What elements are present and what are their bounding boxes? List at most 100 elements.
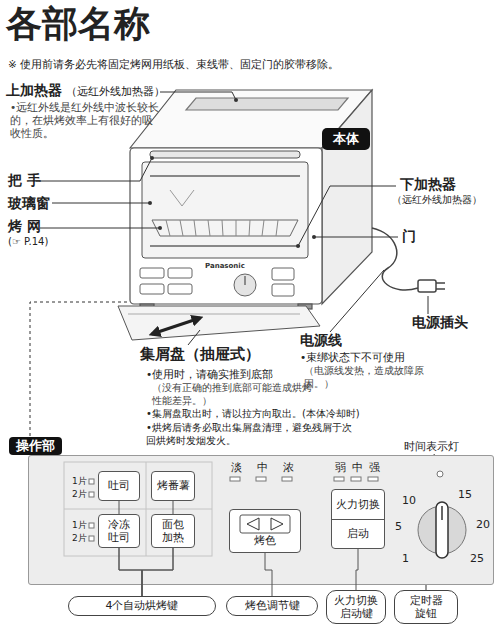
page-title: 各部名称 bbox=[6, 4, 150, 44]
toaster-body bbox=[130, 90, 372, 309]
note-text: （电源线发热，造成故障原因。） bbox=[304, 365, 432, 390]
control-panel: 吐司烤番薯冷冻吐司面包加热烤色火力切换启动操作部 bbox=[28, 455, 494, 585]
node-text: 烤色调节键 bbox=[245, 599, 300, 612]
oven-controls-part bbox=[272, 268, 294, 280]
leader-dots-part bbox=[234, 98, 238, 102]
part-name: 玻璃窗 bbox=[8, 195, 50, 213]
oven-controls-part bbox=[245, 276, 246, 285]
note-text: •束绑状态下不可使用 bbox=[300, 351, 480, 364]
control-panel-face-part bbox=[64, 462, 212, 556]
toaster-body-part bbox=[186, 98, 348, 110]
arrow-keys-frame bbox=[240, 515, 290, 533]
left-triangle bbox=[247, 518, 259, 530]
slice-label: 1片 bbox=[72, 520, 87, 531]
leader-dots-part bbox=[312, 235, 316, 239]
part-name: 电源线 bbox=[300, 332, 342, 350]
oven-controls-part bbox=[140, 284, 164, 294]
door-handle-part bbox=[150, 151, 300, 158]
node-text: 烤色 bbox=[254, 534, 276, 547]
callout-box: 火力切换启动键 bbox=[326, 590, 386, 624]
part-name: 下加热器 bbox=[400, 176, 456, 194]
bracket-line bbox=[356, 549, 358, 590]
part-name: 电源插头 bbox=[412, 314, 468, 332]
level-label: 淡 bbox=[231, 461, 242, 475]
oven-controls bbox=[140, 268, 294, 296]
node-text: 本体 bbox=[333, 131, 359, 147]
oven-controls-part bbox=[234, 274, 256, 296]
indicator-lamps-part bbox=[282, 477, 292, 481]
node-text: 烤番薯 bbox=[157, 479, 190, 492]
dial-number: 1 bbox=[402, 552, 409, 566]
control-panel-face-part bbox=[64, 462, 212, 556]
indicator-lamps-part bbox=[437, 471, 443, 477]
indicator-lamps-part bbox=[256, 477, 266, 481]
indicator-lamps-part bbox=[89, 492, 94, 497]
leader-dots-part bbox=[150, 156, 154, 160]
dial-number: 10 bbox=[402, 494, 416, 508]
note-text: •烘烤后请务必取出集屑盘清理，避免残屑于次回烘烤时发烟发火。 bbox=[146, 422, 361, 447]
power-cord-part bbox=[436, 283, 445, 289]
indicator-lamps-part bbox=[89, 479, 94, 484]
dial-number: 5 bbox=[395, 520, 402, 534]
note-text: •使用时，请确实推到底部 bbox=[146, 368, 346, 381]
timer-dial-part bbox=[436, 502, 448, 558]
leader-lines-part bbox=[314, 237, 398, 238]
leader-lines-part bbox=[188, 330, 200, 345]
level-label: 强 bbox=[369, 461, 380, 475]
dial-number: 20 bbox=[476, 518, 490, 532]
level-label: 弱 bbox=[335, 461, 346, 475]
section-tag: 操作部 bbox=[9, 437, 62, 455]
node-text: 面包加热 bbox=[161, 518, 185, 544]
note-text: •远红外线是红外线中波长较长的，在烘烤效率上有很好的吸收性质。 bbox=[10, 101, 162, 140]
glass-window-part bbox=[152, 220, 298, 236]
callout-box: 定时器旋钮 bbox=[394, 590, 458, 624]
node-text: 启动 bbox=[332, 520, 384, 549]
crumb-tray bbox=[118, 306, 320, 340]
node-text: 火力切换启动键 bbox=[332, 594, 380, 620]
power-cord bbox=[372, 228, 445, 292]
glass-window-part bbox=[170, 190, 194, 206]
glass-window bbox=[142, 162, 308, 258]
leader-lines-part bbox=[36, 158, 152, 181]
bracket-line bbox=[265, 553, 272, 596]
leader-lines-part bbox=[160, 92, 236, 100]
part-name: 时间表示灯 bbox=[404, 440, 459, 454]
arrow-keys-symbol bbox=[239, 514, 291, 534]
timer-dial-part bbox=[441, 506, 443, 520]
glass-window-part bbox=[150, 175, 300, 177]
level-label: 中 bbox=[257, 461, 268, 475]
crumb-tray-part bbox=[128, 314, 300, 315]
level-label: 中 bbox=[352, 461, 363, 475]
part-name: 烤 网 bbox=[8, 218, 41, 236]
dial-number: 15 bbox=[458, 488, 472, 502]
indicator-lamps-part bbox=[89, 523, 94, 528]
dial-number: 25 bbox=[470, 552, 484, 566]
node-text: 4个自动烘烤键 bbox=[106, 599, 179, 612]
timer-dial bbox=[418, 502, 466, 558]
leader-dots-part bbox=[148, 201, 152, 205]
power-cord-part bbox=[418, 280, 436, 292]
part-name: 门 bbox=[402, 228, 416, 246]
indicator-lamps-part bbox=[334, 477, 344, 481]
toaster-body-part bbox=[130, 148, 322, 304]
glass-window-part bbox=[150, 245, 300, 247]
bracket-line bbox=[119, 501, 142, 596]
leader-lines-part bbox=[52, 203, 150, 204]
section-tag: 本体 bbox=[322, 128, 370, 150]
crumb-tray-part bbox=[118, 306, 320, 340]
oven-controls-part bbox=[272, 284, 294, 296]
note-text: •集屑盘取出时，请以拉方向取出。(本体冷却时) bbox=[146, 408, 386, 421]
leader-dots-part bbox=[296, 244, 300, 248]
note-text: （没有正确的推到底部可能造成烘烤性能差异。） bbox=[152, 382, 317, 407]
panel-button: 吐司 bbox=[98, 471, 140, 501]
indicator-lamps bbox=[89, 471, 443, 541]
note-text: ※ 使用前请务必先将固定烤网用纸板、束线带、固定门的胶带移除。 bbox=[8, 58, 498, 71]
panel-button: 冷冻吐司 bbox=[98, 514, 140, 548]
door-handle bbox=[150, 151, 300, 158]
indicator-lamps-part bbox=[230, 477, 240, 481]
node-text: 冷冻吐司 bbox=[107, 518, 131, 544]
oven-controls-part bbox=[168, 284, 192, 294]
leader-lines-part bbox=[330, 270, 384, 332]
control-panel-face-part bbox=[28, 455, 494, 585]
